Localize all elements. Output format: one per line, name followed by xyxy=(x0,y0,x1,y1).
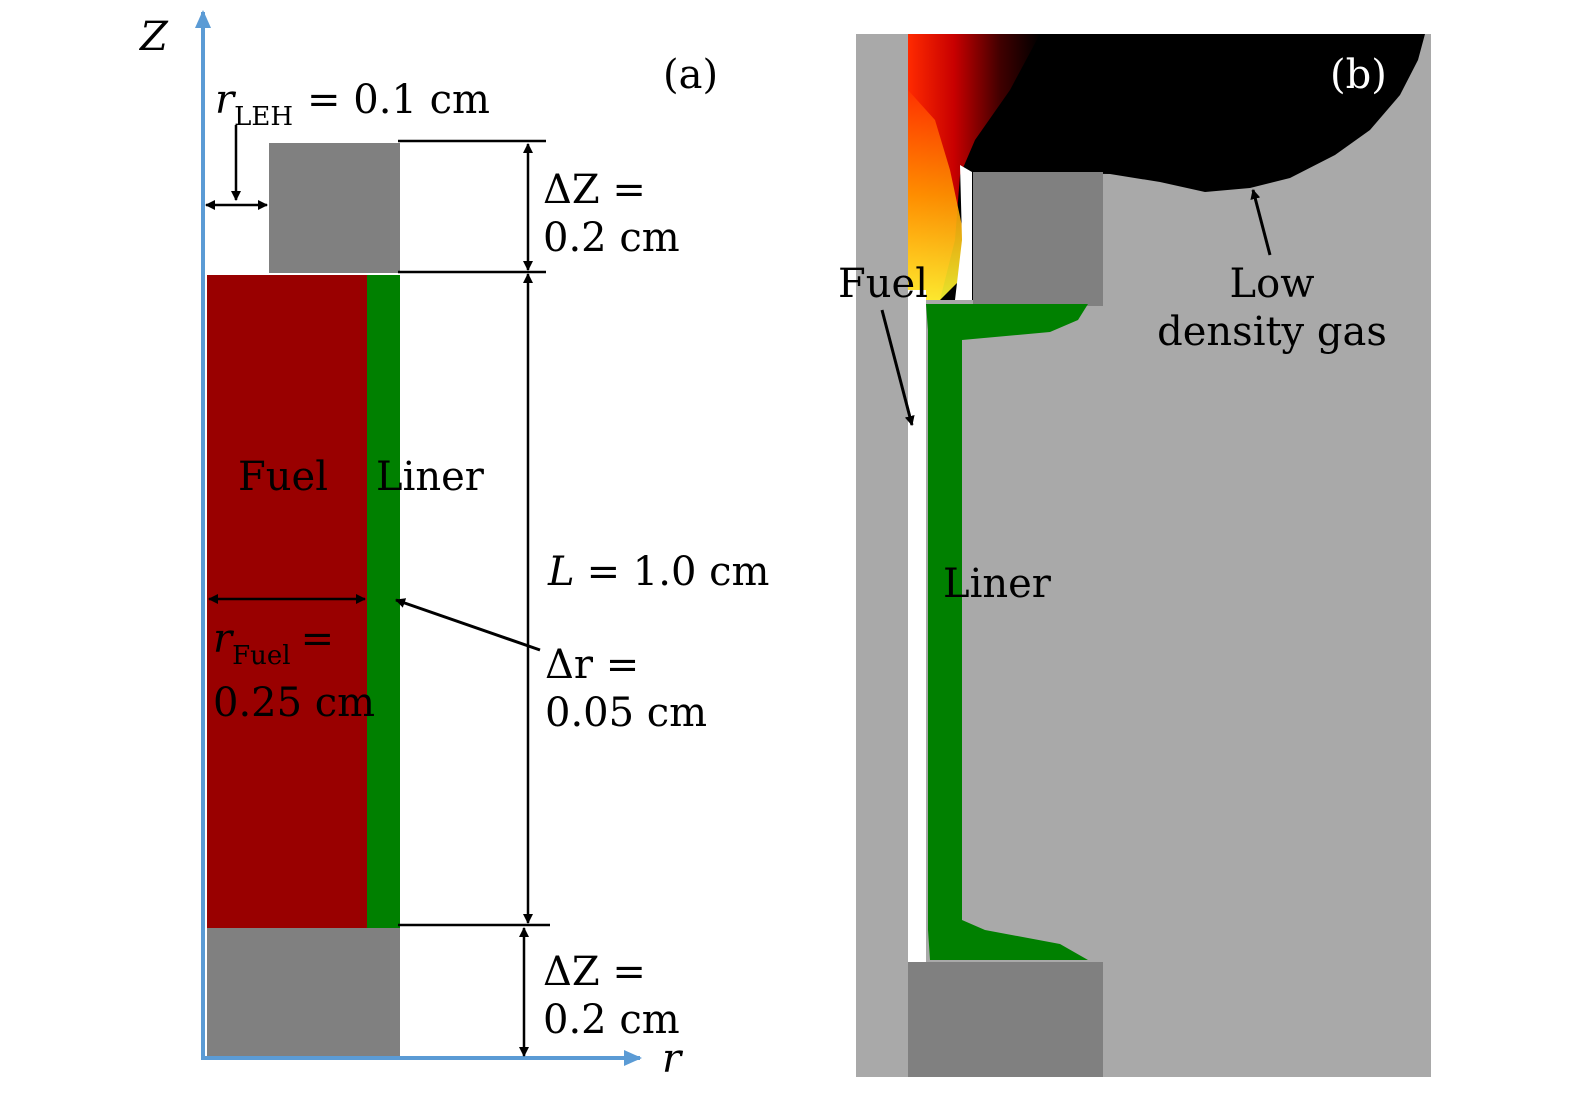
top-electrode-b xyxy=(973,172,1103,306)
dr-line2: 0.05 cm xyxy=(545,690,707,736)
r-leh-label: rLEH= 0.1 cm xyxy=(215,77,490,132)
panel-a: Z r (a) rLEH= 0.1 cm ΔZ = 0.2 cm ΔZ = 0.… xyxy=(138,10,769,1082)
z-axis-label: Z xyxy=(138,14,169,60)
r-axis-label: r xyxy=(662,1036,684,1082)
dz-top-line1: ΔZ = xyxy=(543,167,646,213)
liner-region-b xyxy=(926,304,1088,960)
fuel-pointer xyxy=(880,309,915,426)
gas-pointer xyxy=(1250,189,1272,256)
dr-line1: Δr = xyxy=(545,642,639,688)
dz-bottom-line1: ΔZ = xyxy=(543,949,646,995)
length-label: L= 1.0 cm xyxy=(547,549,769,595)
bottom-electrode-b xyxy=(908,962,1103,1077)
dz-top-line2: 0.2 cm xyxy=(543,215,680,261)
gas-label-line2: density gas xyxy=(1157,309,1387,355)
fuel-label-a: Fuel xyxy=(238,454,328,500)
dr-pointer xyxy=(395,598,541,652)
low-density-gas-region xyxy=(908,34,1425,300)
top-electrode xyxy=(269,143,400,273)
r-fuel-label: rFuel= xyxy=(213,616,334,671)
liner-label-b: Liner xyxy=(943,561,1052,607)
dz-bottom-line2: 0.2 cm xyxy=(543,997,680,1043)
fuel-label-b: Fuel xyxy=(838,261,928,307)
fuel-region xyxy=(207,275,367,928)
liner-region xyxy=(367,275,400,928)
panel-b-tag: (b) xyxy=(1330,52,1387,98)
hot-plasma-core xyxy=(908,90,965,300)
panel-a-tag: (a) xyxy=(663,52,718,98)
fuel-gap xyxy=(908,290,926,962)
liner-label-a: Liner xyxy=(376,454,485,500)
flame-gap xyxy=(955,165,972,300)
panel-b: (b) Fuel Liner Low density gas xyxy=(838,34,1431,1077)
gas-label-line1: Low xyxy=(1230,261,1315,307)
r-fuel-value: 0.25 cm xyxy=(213,680,375,726)
bottom-electrode xyxy=(207,928,400,1058)
